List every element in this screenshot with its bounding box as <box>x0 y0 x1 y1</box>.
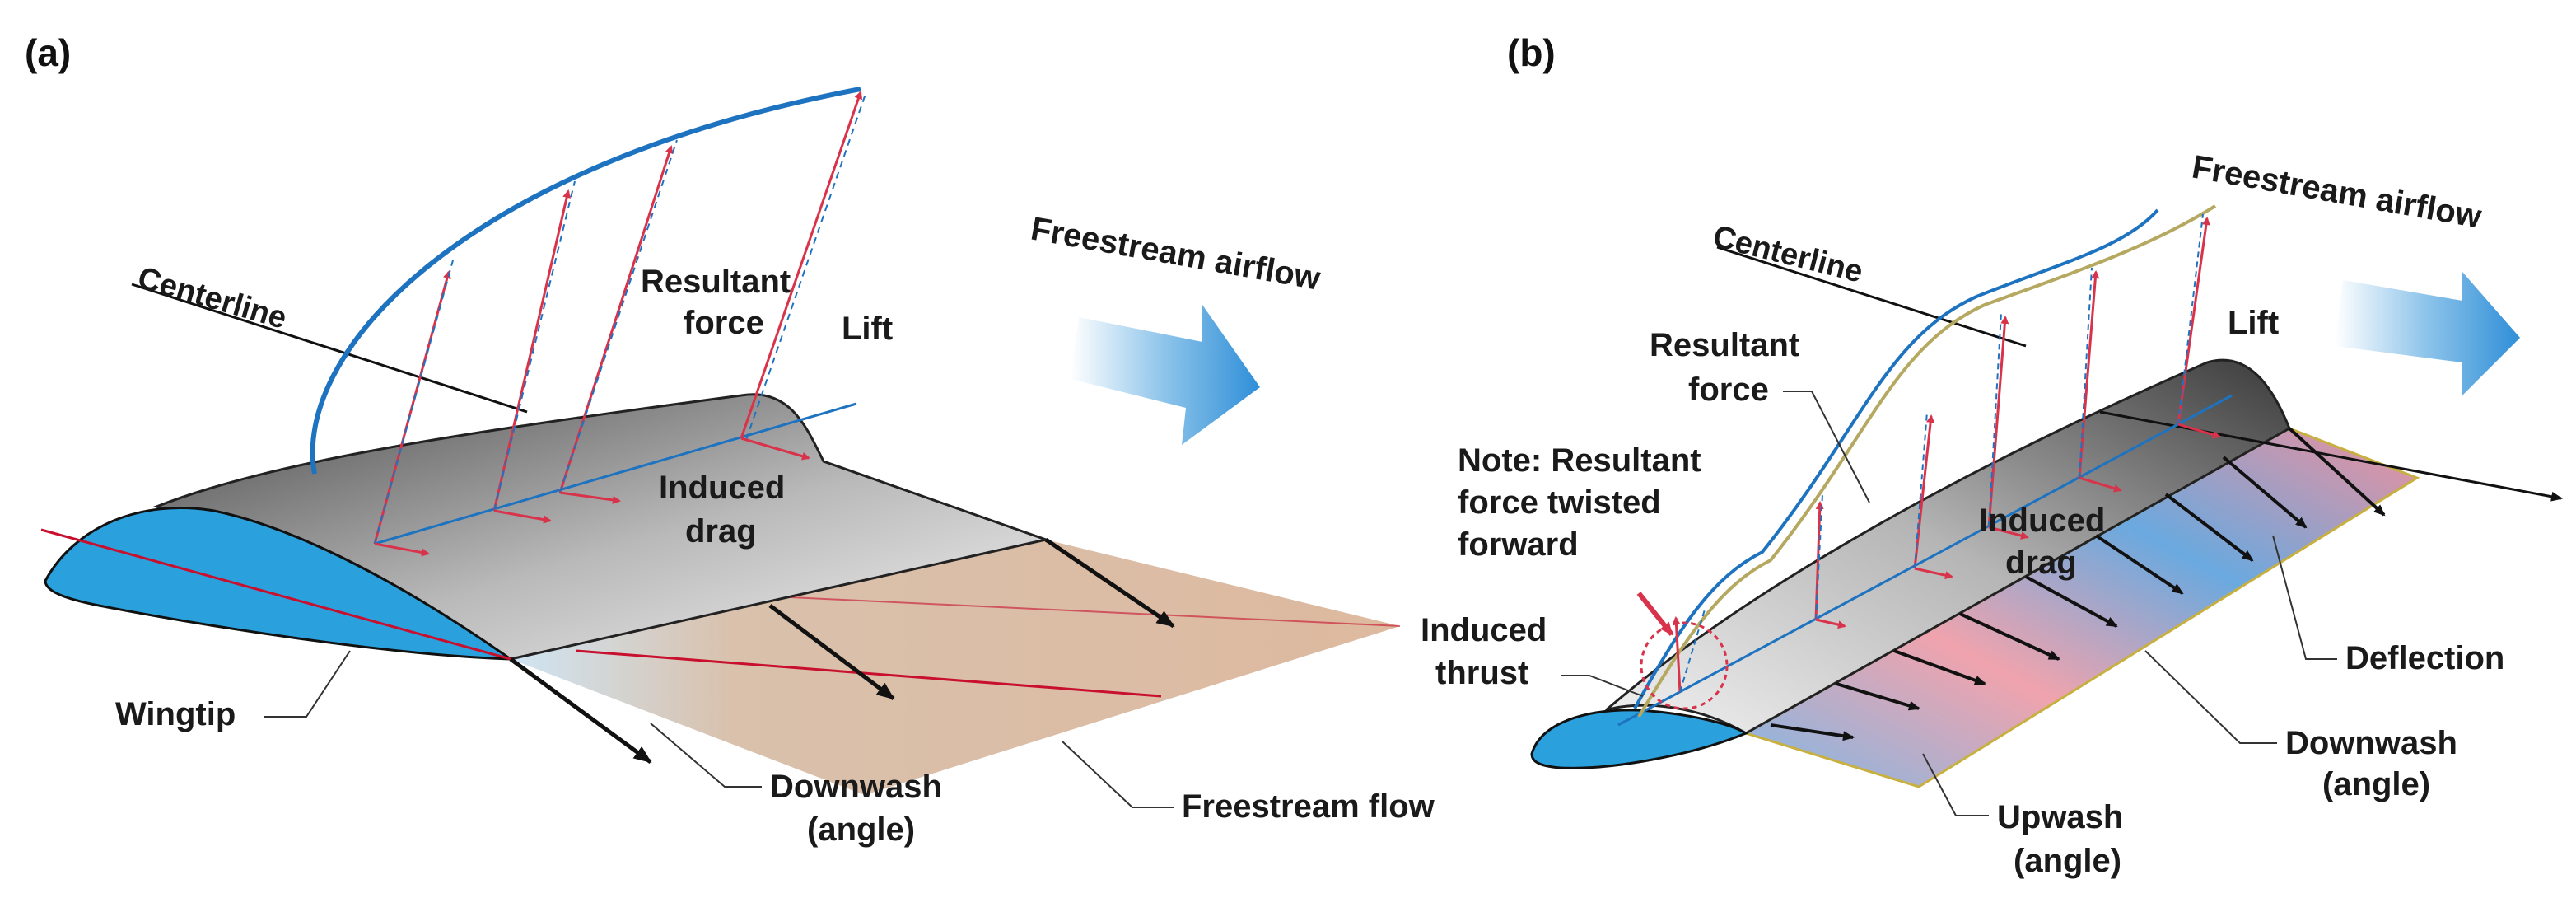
freestream-arrow-a <box>1071 305 1260 445</box>
centerline-label-a: Centerline <box>134 260 291 336</box>
centerline-b <box>1716 246 2027 348</box>
induced-thrust-label-2: thrust <box>1435 655 1528 691</box>
resultant-force-arrow <box>1672 616 1682 693</box>
downwash-arrow-b <box>2094 534 2184 595</box>
resultant-force-arrow <box>740 91 863 439</box>
note-pointer-arrow <box>1636 592 1674 636</box>
wingtip-leader-a <box>264 650 351 718</box>
resultant-distribution-curve-b <box>1637 204 2217 718</box>
downwash-arrow-b <box>1836 682 1920 711</box>
lift-distribution-curve-b <box>1633 208 2159 709</box>
force-vectors-a <box>373 91 866 557</box>
induced-drag-arrow <box>1815 618 1846 629</box>
centerline-label-b: Centerline <box>1710 219 1866 290</box>
lift-arrow-dashed <box>1988 312 2002 528</box>
note-line1-b: Note: Resultant <box>1458 442 1701 479</box>
induced-thrust-label-1: Induced <box>1421 612 1547 648</box>
downwash-angle-label-b: (angle) <box>2322 766 2430 802</box>
resultant-label-a: Resultant <box>641 264 791 300</box>
induced-drag-arrow <box>1988 526 2029 540</box>
quarter-chord-line-b <box>1617 394 2233 727</box>
downwash-arrow-b <box>2288 427 2386 517</box>
panel-b: (b) Centerline <box>1421 31 2563 879</box>
chord-line-a <box>40 528 511 661</box>
upwash-angle-label-b: (angle) <box>2014 843 2121 879</box>
force-label-a: force <box>684 305 764 341</box>
downwash-angle-label-a: (angle) <box>807 811 915 848</box>
lift-arrow-dashed <box>1815 493 1823 620</box>
drag-label-a: drag <box>685 513 757 550</box>
force-label-b: force <box>1688 372 1769 408</box>
freestream-flow-label-a: Freestream flow <box>1182 788 1435 825</box>
downwash-label-a: Downwash <box>770 769 942 805</box>
centerline-a <box>131 283 528 414</box>
deflection-label-b: Deflection <box>2345 640 2504 676</box>
induced-drag-arrow <box>1914 567 1953 580</box>
downwash-leader-a <box>650 723 762 788</box>
lift-distribution-curve-a <box>310 87 861 475</box>
wingtip-airfoil-b <box>1530 709 1749 769</box>
note-line2-b: force twisted <box>1458 484 1661 521</box>
sheet-reference-line-a <box>576 649 1162 698</box>
lift-label-b: Lift <box>2228 305 2279 341</box>
freestream-airflow-label-a: Freestream airflow <box>1028 211 1323 297</box>
freestream-airflow-label-b: Freestream airflow <box>2189 149 2485 236</box>
wingtip-airfoil-a <box>44 507 515 661</box>
induced-label-a: Induced <box>659 470 785 506</box>
resultant-label-b: Resultant <box>1650 327 1799 363</box>
panel-b-tag: (b) <box>1507 31 1556 74</box>
induced-drag-arrow <box>740 437 810 461</box>
downwash-arrow-b <box>2025 575 2118 628</box>
lift-arrow-dashed <box>2079 267 2093 479</box>
panel-a-tag: (a) <box>25 31 71 74</box>
deflection-arrows-b <box>1770 427 2386 741</box>
wingtip-label-a: Wingtip <box>115 696 236 732</box>
chord-axis-b <box>2099 410 2563 502</box>
deflection-leader-b <box>2272 535 2337 660</box>
upwash-arrow-b <box>1770 723 1855 741</box>
induced-drag-arrow <box>559 491 621 504</box>
freestream-flow-leader-a <box>1062 741 1174 808</box>
downwash-arrow-b <box>1959 612 2060 661</box>
induced-label-b: Induced <box>1979 503 2105 539</box>
downwash-arrow-a <box>768 604 895 700</box>
sheet-reference-line-a2 <box>790 596 1401 627</box>
lift-arrow-dashed <box>745 93 866 441</box>
downwash-arrow-a <box>509 657 652 765</box>
lift-arrow-dashed <box>493 180 576 512</box>
induced-thrust-highlight <box>1640 621 1729 710</box>
downwash-arrow-b <box>2222 456 2308 529</box>
force-vectors-b <box>1672 213 2221 693</box>
freestream-arrow-b <box>2335 272 2520 395</box>
lift-arrow-dashed <box>2177 213 2204 425</box>
drag-label-b: drag <box>2005 545 2077 581</box>
induced-thrust-leader <box>1561 675 1644 697</box>
resultant-force-arrow <box>492 189 572 512</box>
induced-drag-arrow <box>493 509 552 524</box>
panel-a: (a) Centerline <box>25 31 1435 848</box>
note-line3-b: forward <box>1458 526 1579 563</box>
induced-drag-arrow <box>374 542 430 557</box>
induced-drag-arrow <box>2177 423 2221 439</box>
lift-arrow-dashed <box>1679 609 1706 693</box>
upwash-leader-b <box>1922 753 1989 816</box>
resultant-leader-b <box>1783 391 1870 503</box>
upwash-label-b: Upwash <box>1997 799 2123 835</box>
downwash-arrow-b <box>1893 649 1986 685</box>
quarter-chord-line-a <box>374 402 857 545</box>
lift-arrow-dashed <box>559 139 678 493</box>
wake-sheet-a <box>511 540 1400 795</box>
downwash-arrow-b <box>2164 493 2254 562</box>
resultant-force-arrow <box>1814 501 1824 620</box>
lift-label-a: Lift <box>842 311 893 347</box>
lift-arrow-dashed <box>1914 411 1928 569</box>
induced-drag-arrow <box>2079 476 2122 493</box>
downwash-leader-b <box>2144 650 2277 744</box>
lift-arrow-dashed <box>374 260 454 545</box>
downwash-arrow-a <box>1044 537 1175 629</box>
downwash-label-b: Downwash <box>2285 725 2457 761</box>
